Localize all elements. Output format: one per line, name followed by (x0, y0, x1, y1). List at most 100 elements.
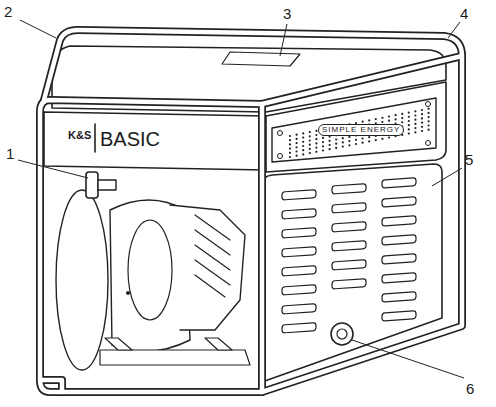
grille-hole (401, 117, 403, 119)
grille-hole (315, 151, 317, 153)
grille-hole (296, 155, 298, 157)
brand-name: BASIC (100, 129, 160, 149)
grille-hole (388, 115, 390, 117)
logo-divider (94, 124, 96, 152)
grille-hole (368, 119, 370, 121)
grille-hole (309, 152, 311, 154)
grille-hole (296, 134, 298, 136)
vent-slot (382, 254, 416, 264)
grille-hole (408, 124, 410, 126)
vent-slot (282, 190, 316, 200)
engine-base (100, 350, 250, 365)
grille-hole (342, 137, 344, 139)
grille-hole (342, 146, 344, 148)
grille-hole (329, 140, 331, 142)
grille-hole (388, 136, 390, 138)
grille-hole (381, 138, 383, 140)
grille-hole (421, 130, 423, 132)
grille-hole (428, 129, 430, 131)
grille-hole (395, 118, 397, 120)
frame-tube-core (40, 380, 62, 392)
grille-hole (329, 148, 331, 150)
grille-hole (362, 137, 364, 139)
grille-hole (408, 133, 410, 135)
grille-hole (421, 126, 423, 128)
grille-hole (302, 137, 304, 139)
callout-number: 5 (465, 152, 473, 167)
outlet-core (337, 329, 347, 339)
leader-line (18, 160, 88, 178)
fuel-tap (86, 172, 98, 198)
screw (426, 141, 431, 146)
vent-slot (282, 209, 316, 219)
grille-hole (302, 153, 304, 155)
screw (278, 131, 283, 136)
vent-slot (382, 197, 416, 207)
grille-hole (375, 118, 377, 120)
leader-line (20, 20, 56, 38)
leader-line (280, 24, 287, 56)
grille-hole (309, 131, 311, 133)
vent-slot (332, 241, 366, 251)
grille-hole (289, 143, 291, 145)
grille-hole (428, 116, 430, 118)
grille-hole (362, 142, 364, 144)
grille-hole (428, 124, 430, 126)
leader-line (352, 340, 464, 378)
vent-slot (382, 235, 416, 245)
grille-hole (381, 117, 383, 119)
outlet (331, 323, 353, 345)
grille-hole (368, 136, 370, 138)
grille-hole (388, 120, 390, 122)
grille-hole (414, 119, 416, 121)
grille-hole (368, 140, 370, 142)
grille-hole (355, 139, 357, 141)
grille-hole (428, 108, 430, 110)
vent-slot (332, 222, 366, 232)
screw (126, 291, 130, 295)
grille-hole (414, 127, 416, 129)
grille-hole (362, 121, 364, 123)
grille-hole (408, 120, 410, 122)
leader-line (432, 168, 462, 186)
grille-hole (408, 112, 410, 114)
cylinder-head (170, 205, 245, 330)
grille-hole (322, 137, 324, 139)
grille-hole (348, 136, 350, 138)
vent-slot (382, 292, 416, 302)
grille-hole (348, 140, 350, 142)
vent-slot (282, 247, 316, 257)
frame-tube-core (262, 56, 462, 104)
fuel-tap-body (98, 180, 116, 190)
grille-hole (322, 141, 324, 143)
vent-slot (382, 311, 416, 321)
vent-slot (332, 203, 366, 213)
leader-lines (18, 20, 464, 378)
callout-number: 3 (283, 6, 291, 21)
grille (272, 98, 436, 162)
grille-hole (302, 141, 304, 143)
grille-hole (335, 143, 337, 145)
grille-hole (342, 141, 344, 143)
grille-hole (296, 150, 298, 152)
grille-hole (309, 135, 311, 137)
vent-slot (382, 216, 416, 226)
grille-hole (289, 148, 291, 150)
vent-slot (382, 178, 416, 188)
vent-slot (332, 279, 366, 289)
grille-hole (335, 147, 337, 149)
screw (278, 154, 283, 159)
fuel-tank (56, 190, 108, 370)
vent-slot (282, 228, 316, 238)
vent-slots (282, 178, 416, 333)
grille-hole (381, 121, 383, 123)
grille-hole (408, 116, 410, 118)
leader-line (448, 22, 460, 38)
vent-slot (282, 266, 316, 276)
grille-hole (401, 121, 403, 123)
grille-holes (289, 108, 430, 158)
grille-hole (289, 139, 291, 141)
grille-hole (375, 139, 377, 141)
callout-number: 4 (460, 6, 468, 21)
grille-hole (335, 138, 337, 140)
